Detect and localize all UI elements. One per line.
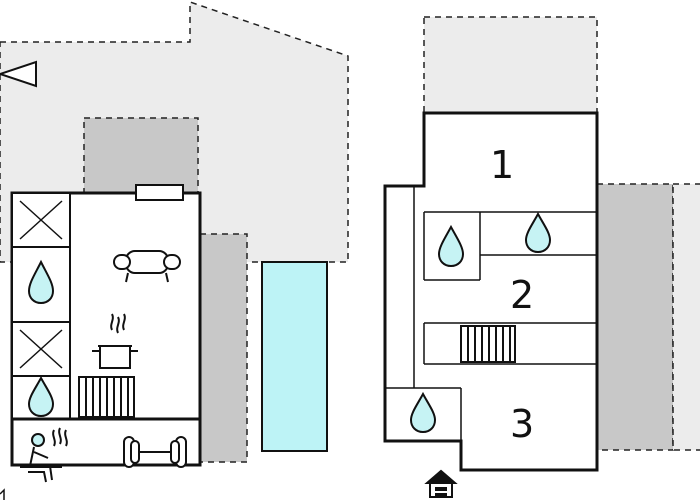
left-building xyxy=(10,184,202,483)
water-drop-icon xyxy=(27,259,55,305)
water-drop-icon xyxy=(27,375,55,418)
stairs-icon xyxy=(460,325,516,363)
covered-area-top xyxy=(83,117,199,197)
bathroom-cell xyxy=(11,246,71,323)
sofa-icon xyxy=(113,250,181,283)
covered-area-right xyxy=(596,183,674,451)
compass-arrow-icon xyxy=(0,60,37,88)
stairs-icon xyxy=(78,376,135,418)
water-drop-icon xyxy=(524,211,552,254)
terrace-right-top xyxy=(423,16,598,118)
room-label-2: 2 xyxy=(510,273,534,317)
closet-cross xyxy=(19,200,63,240)
dark-areas xyxy=(83,117,674,463)
room-label-3: 3 xyxy=(510,402,534,446)
room-label-1: 1 xyxy=(490,143,514,187)
dumbbell-icon xyxy=(123,436,187,468)
water-drop-icon xyxy=(409,391,437,434)
light-area-right xyxy=(672,183,700,451)
window xyxy=(135,184,184,201)
sauna-icon xyxy=(20,427,68,483)
entrance-arrow-icon xyxy=(0,488,5,500)
closet-cross xyxy=(19,329,63,369)
water-drop-icon xyxy=(437,224,465,268)
entrance-house-icon xyxy=(424,469,458,498)
right-building: 1 2 3 xyxy=(383,111,599,472)
pool xyxy=(261,261,328,452)
cooking-pot-icon xyxy=(92,313,138,369)
covered-area-left xyxy=(199,233,248,463)
terrace-right-edge xyxy=(672,183,700,451)
